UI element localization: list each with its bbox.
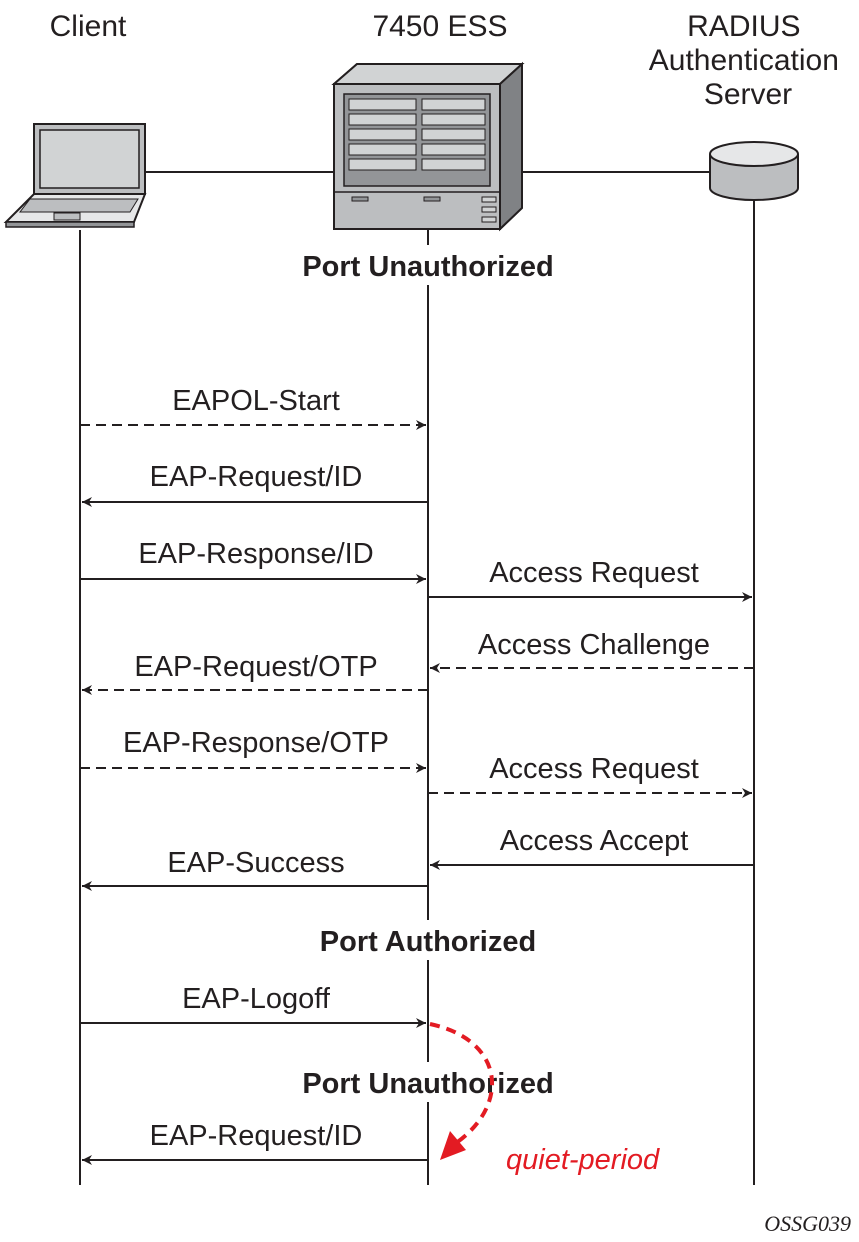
laptop-icon (3, 123, 147, 228)
msg-eap-response-id-label: EAP-Response/ID (138, 538, 373, 570)
participant-radius-line-3: Server (704, 78, 792, 111)
messages (80, 420, 754, 1165)
participant-ess-label: 7450 ESS (372, 10, 507, 43)
msg-eap-request-id-2-label: EAP-Request/ID (150, 1120, 363, 1152)
msg-eap-request-id-1-label: EAP-Request/ID (150, 461, 363, 493)
msg-eap-response-otp-label: EAP-Response/OTP (123, 727, 389, 759)
quiet-period-arrow (429, 1022, 494, 1160)
participant-ess-line-1: 7450 ESS (372, 10, 507, 43)
database-server-icon (709, 141, 799, 201)
state-port-unauthorized-2: Port Unauthorized (302, 1068, 553, 1100)
msg-access-request-2-label: Access Request (489, 753, 699, 785)
participant-radius-label: RADIUS Authentication Server (649, 10, 847, 111)
message-labels: EAPOL-Start EAP-Request/ID EAP-Response/… (123, 385, 710, 1152)
msg-eapol-start-label: EAPOL-Start (172, 385, 340, 417)
participant-client-line-1: Client (50, 10, 127, 43)
msg-eap-logoff-label: EAP-Logoff (182, 983, 331, 1015)
figure-id: OSSG039 (764, 1211, 851, 1236)
router-chassis-icon (331, 61, 525, 232)
participant-radius-line-2: Authentication (649, 44, 839, 77)
state-labels: Port Unauthorized Port Authorized Port U… (280, 245, 576, 1102)
msg-access-accept-label: Access Accept (500, 825, 689, 857)
msg-access-challenge-label: Access Challenge (478, 629, 710, 661)
quiet-period-label: quiet-period (506, 1144, 660, 1176)
msg-access-request-1-label: Access Request (489, 557, 699, 589)
msg-eap-request-otp-label: EAP-Request/OTP (134, 651, 377, 683)
participant-headers: Client 7450 ESS RADIUS Authentication Se… (50, 10, 847, 111)
msg-eap-success-label: EAP-Success (167, 847, 344, 879)
state-port-unauthorized-1: Port Unauthorized (302, 251, 553, 283)
participant-client-label: Client (50, 10, 127, 43)
participant-radius-line-1: RADIUS (687, 10, 800, 43)
state-port-authorized: Port Authorized (320, 926, 536, 958)
